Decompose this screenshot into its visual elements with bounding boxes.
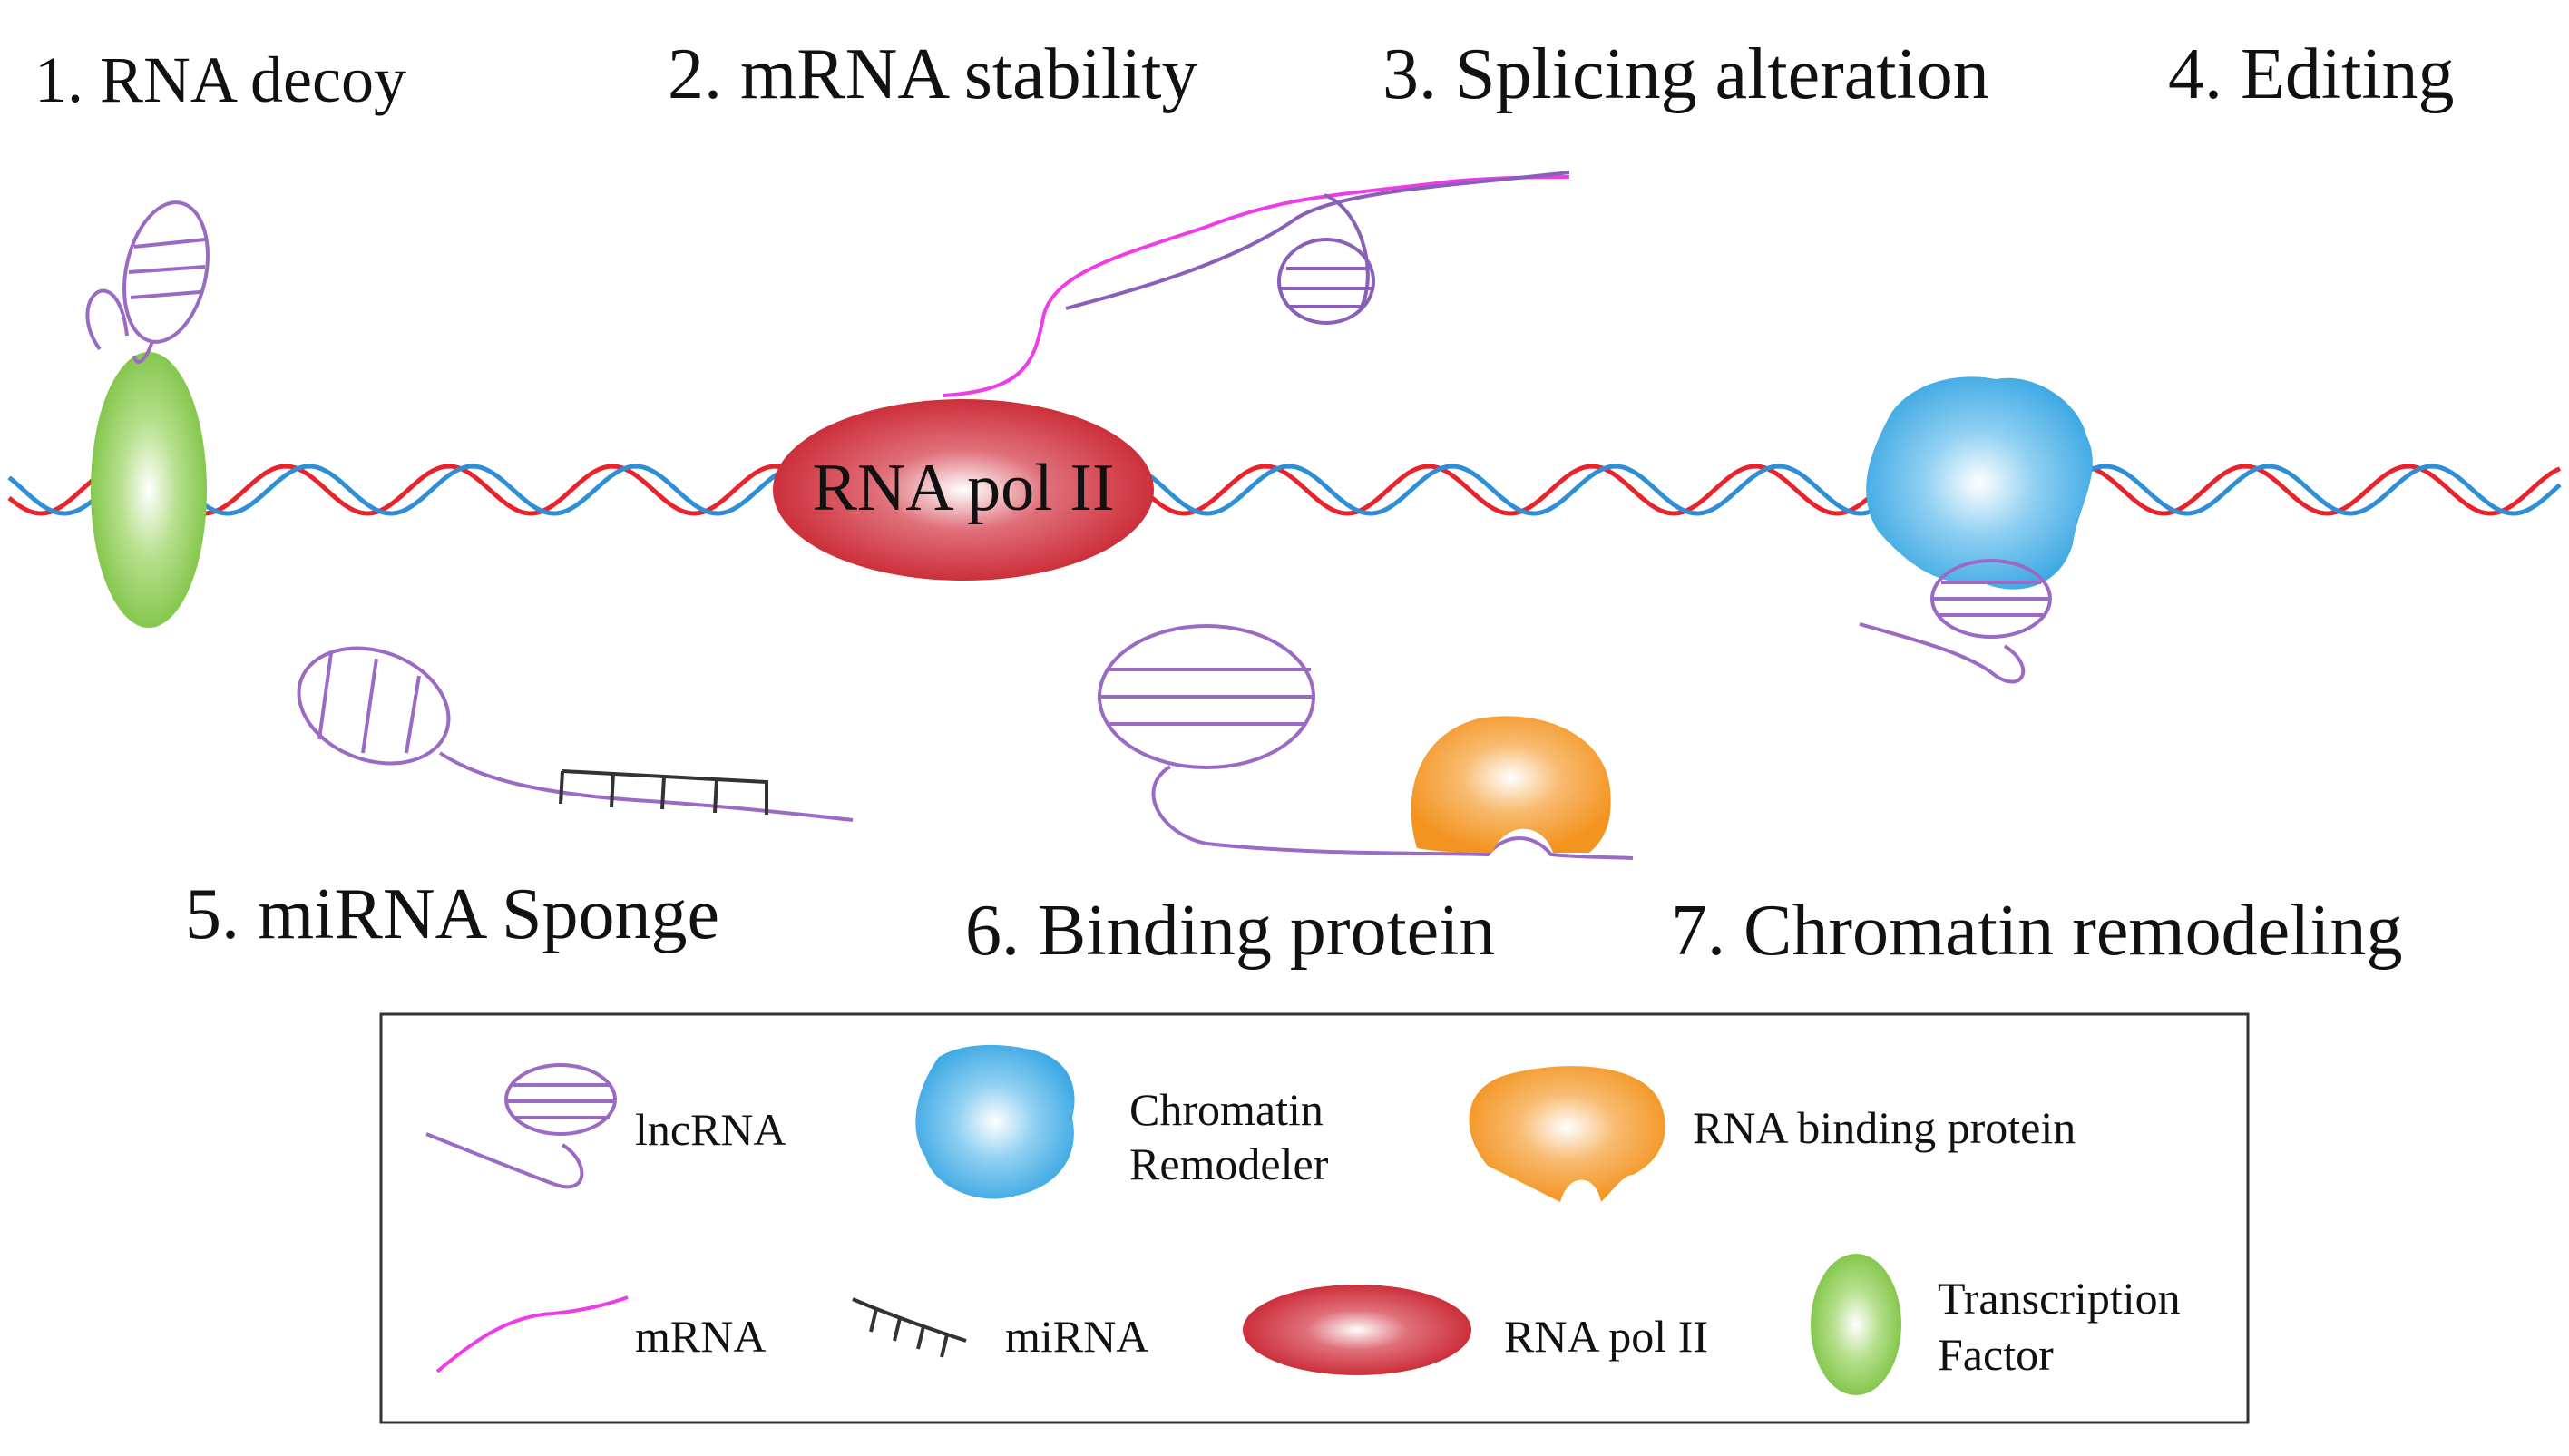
legend-chromatin-remodeler-label-line2: Remodeler (1129, 1138, 1329, 1189)
legend-mirna-label: miRNA (1005, 1311, 1148, 1362)
rna-binding-protein-shape (1411, 716, 1611, 853)
mechanism-label-rna-decoy: 1. RNA decoy (34, 44, 406, 116)
mechanism-label-splicing-alteration: 3. Splicing alteration (1382, 34, 1989, 114)
legend-transcription-factor-label-line1: Transcription (1938, 1273, 2181, 1324)
mechanism-label-binding-protein: 6. Binding protein (965, 891, 1495, 971)
lncrna-splicing-shape (1065, 171, 1570, 325)
dna-strand-red (7, 464, 2562, 516)
legend-lncrna-label: lncRNA (635, 1104, 786, 1155)
lncrna-binding-shape (1098, 624, 1634, 860)
mechanism-label-editing: 4. Editing (2168, 34, 2455, 114)
transcription-factor-shape (91, 352, 207, 628)
lncrna-chromatin-shape (1859, 559, 2052, 684)
dna-strand-blue (7, 464, 2562, 516)
mechanism-label-mirna-sponge: 5. miRNA Sponge (185, 875, 719, 954)
rna-pol-ii-label: RNA pol II (813, 451, 1115, 525)
rna-pol-ii-shape (773, 399, 1154, 581)
legend-lncrna-icon (425, 1063, 617, 1189)
mechanism-label-mrna-stability: 2. mRNA stability (668, 34, 1198, 114)
lncrna-decoy-shape (85, 200, 210, 364)
legend-rna-pol-ii-icon (1243, 1285, 1471, 1375)
legend-mrna-icon (435, 1295, 629, 1373)
legend-rna-binding-protein-label: RNA binding protein (1693, 1102, 2076, 1153)
legend-transcription-factor-label-line2: Factor (1938, 1329, 2054, 1380)
legend-chromatin-remodeler-label-line1: Chromatin (1129, 1084, 1324, 1135)
legend-mrna-label: mRNA (635, 1311, 766, 1362)
legend-transcription-factor-icon (1811, 1254, 1901, 1395)
legend-rna-binding-protein-icon (1469, 1066, 1665, 1202)
legend-rna-pol-ii-label: RNA pol II (1504, 1311, 1708, 1362)
mrna-strand (943, 175, 1570, 397)
legend-chromatin-remodeler-icon (915, 1044, 1075, 1199)
legend-mirna-icon (852, 1297, 967, 1358)
mirna-bound-shape (559, 769, 768, 815)
lncrna-sponge-shape (297, 646, 854, 822)
mechanism-label-chromatin-remodeling: 7. Chromatin remodeling (1671, 891, 2403, 971)
chromatin-remodeler-shape (1866, 376, 2093, 590)
